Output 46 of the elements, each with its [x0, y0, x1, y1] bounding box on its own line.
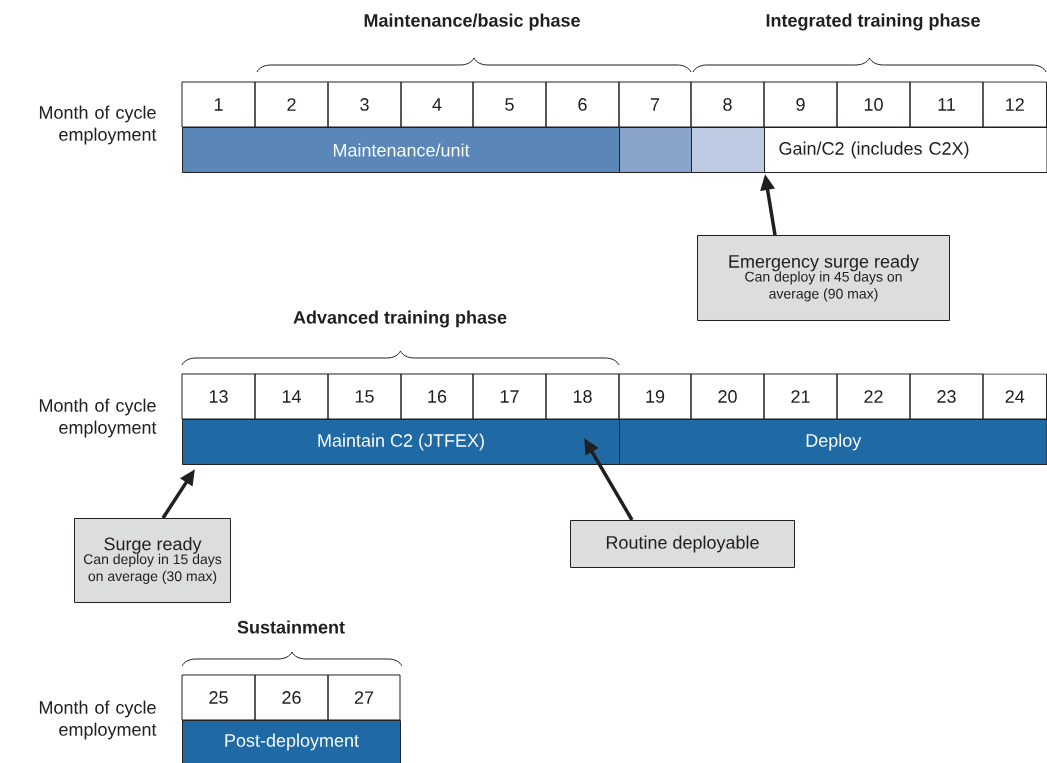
table-cell: 2 — [254, 81, 329, 128]
table-cell: 15 — [327, 373, 402, 420]
phase-heading: Advanced training phase — [293, 310, 507, 328]
table-cell: 12 — [982, 81, 1047, 128]
callout-box: Routine deployable — [570, 520, 795, 568]
table-cell: 13 — [181, 373, 256, 420]
table-cell: 8 — [690, 81, 765, 128]
row-label: Month of cycle employment — [39, 398, 157, 438]
phase-bar: Maintenance/unit — [182, 127, 620, 173]
table-cell: 17 — [472, 373, 547, 420]
table-cell: 21 — [763, 373, 838, 420]
table-cell: 14 — [254, 373, 329, 420]
table-cell: 9 — [763, 81, 838, 128]
phase-heading: Sustainment — [237, 620, 345, 634]
row-label: Month of cycle employment — [39, 105, 157, 145]
row-label: Month of cycle employment — [39, 700, 157, 740]
table-cell: 3 — [327, 81, 402, 128]
table-cell: 7 — [618, 81, 692, 128]
table-cell: 26 — [254, 674, 329, 721]
table-cell: 18 — [545, 373, 620, 420]
table-cell: 22 — [836, 373, 911, 420]
node-label: Gain/C2 (includes C2X) — [779, 141, 969, 159]
phase-heading: Integrated training phase — [766, 13, 980, 31]
table-cell: 23 — [909, 373, 984, 420]
table-cell: 27 — [327, 674, 401, 721]
phase-bar: Gain/C2 (includes C2X) — [764, 127, 1047, 173]
table-cell: 20 — [690, 373, 765, 420]
phase-bar: Maintain C2 (JTFEX) — [182, 419, 620, 465]
node-label: Deploy — [806, 433, 862, 451]
table-cell: 16 — [400, 373, 474, 420]
table-cell: 25 — [181, 674, 256, 721]
bar-segment — [619, 127, 692, 173]
bar-segment — [691, 127, 765, 173]
phase-heading: Maintenance/basic phase — [364, 13, 580, 31]
phase-bar: Post-deployment — [182, 720, 401, 763]
table-cell: 1 — [181, 81, 256, 128]
table-cell: 11 — [909, 81, 984, 128]
callout-box: Emergency surge ready Can deploy in 45 days on average (90 max) — [697, 235, 950, 321]
table-cell: 4 — [400, 81, 474, 128]
table-cell: 19 — [618, 373, 692, 420]
table-cell: 6 — [545, 81, 620, 128]
phase-bar: Deploy — [619, 419, 1047, 465]
table-cell: 5 — [472, 81, 547, 128]
table-cell: 10 — [836, 81, 911, 128]
callout-box: Surge ready Can deploy in 15 days on average (30 max) — [74, 518, 231, 603]
table-cell: 24 — [982, 373, 1047, 420]
